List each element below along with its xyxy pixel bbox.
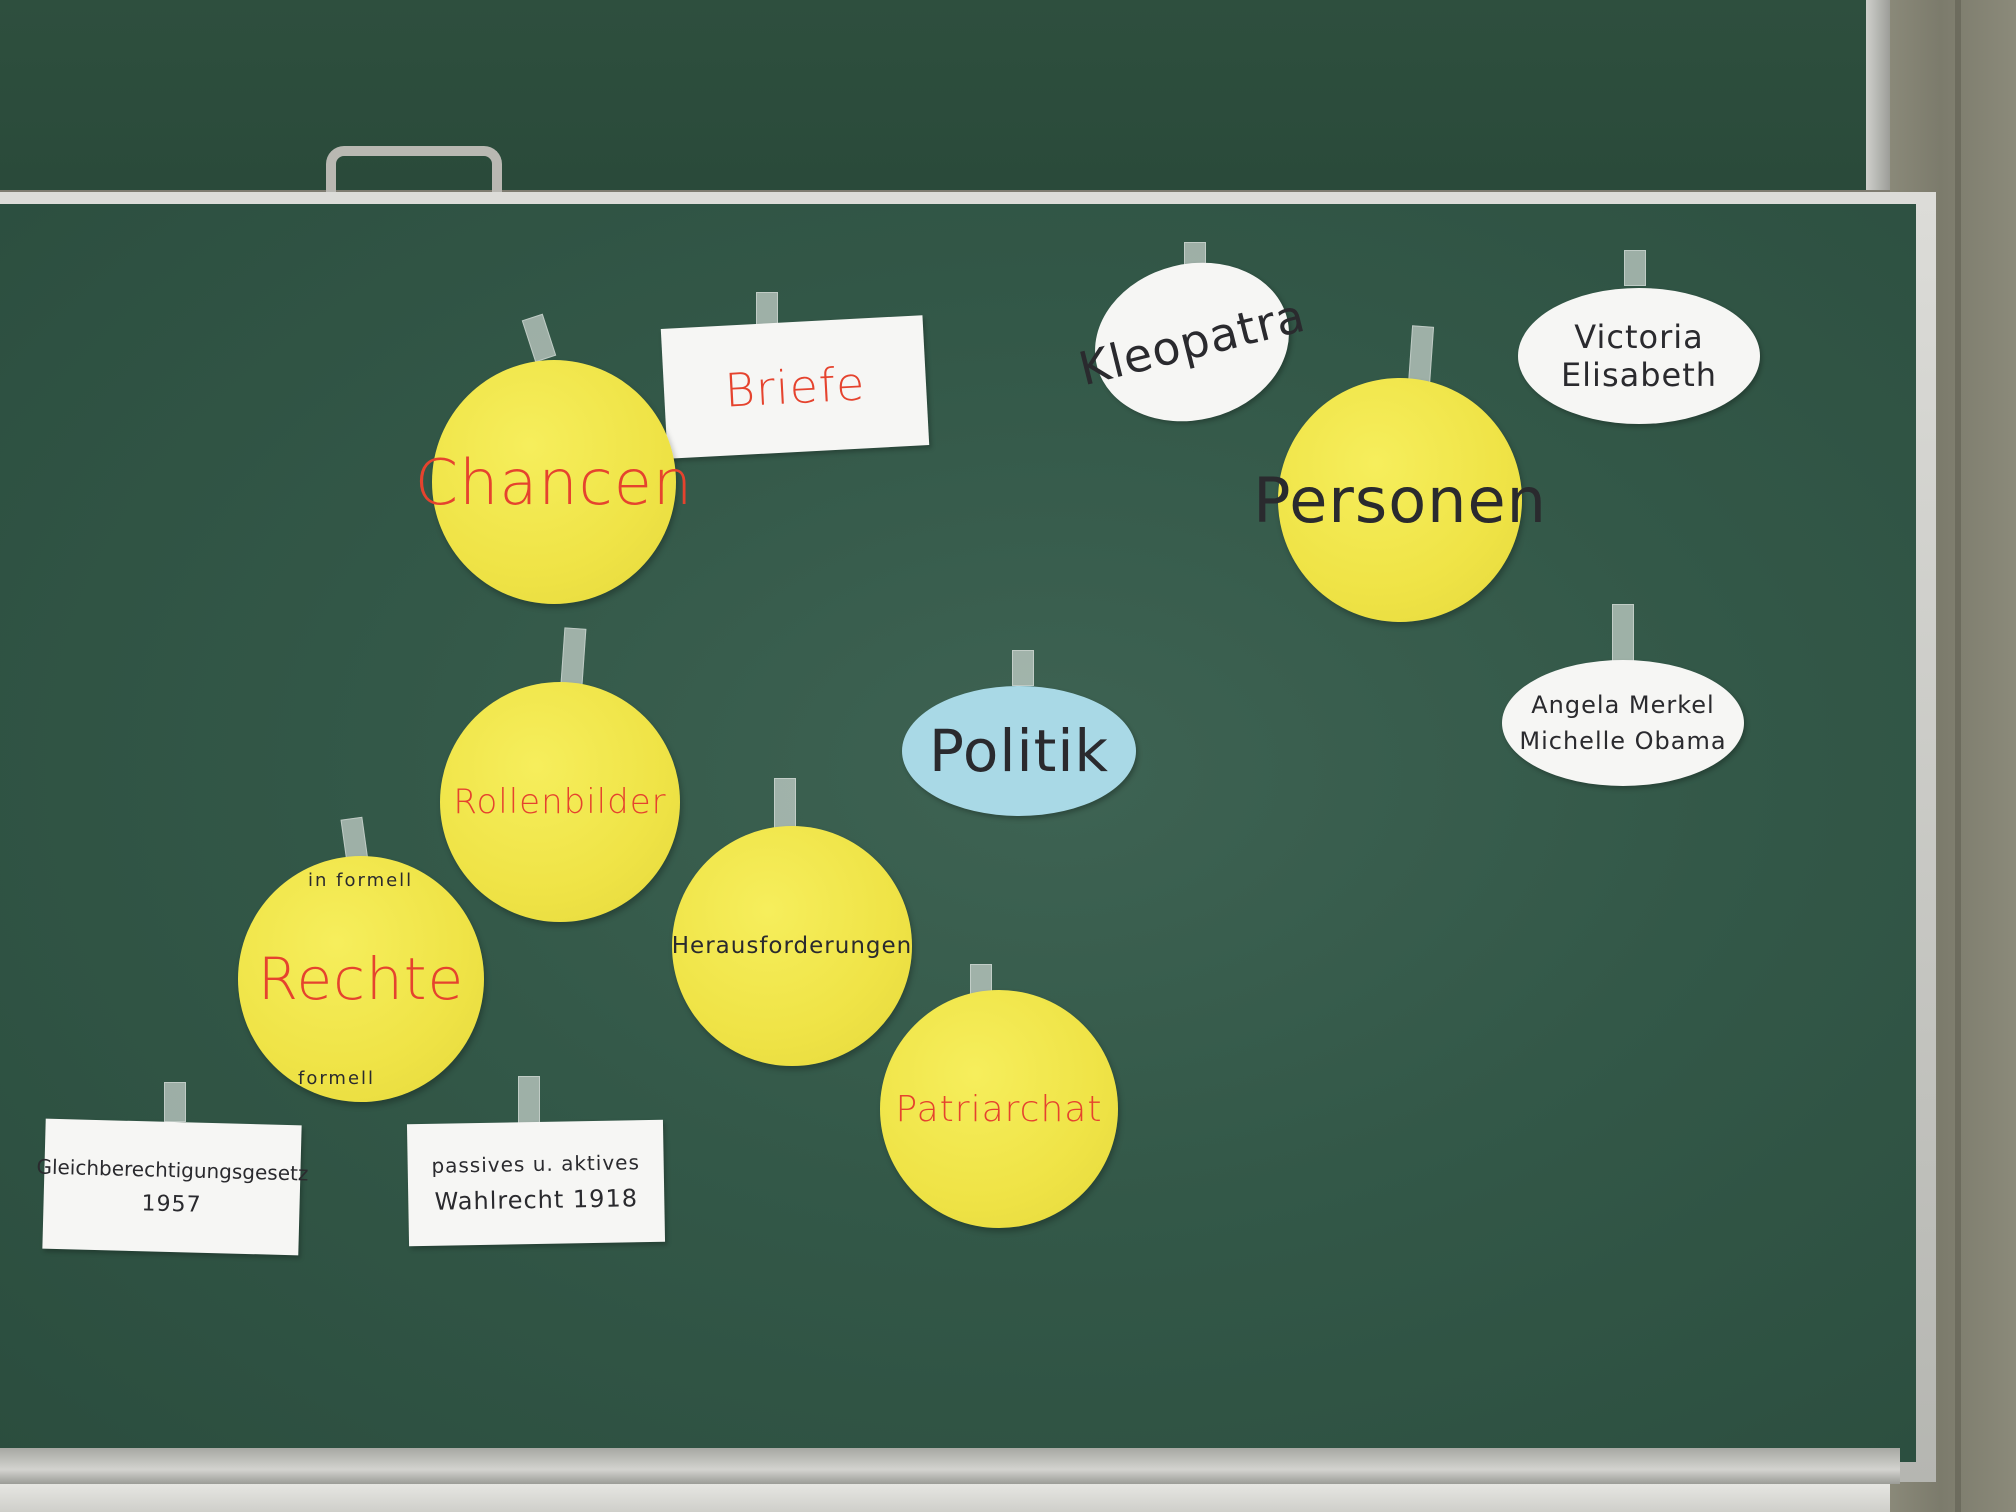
card-patriarchat-label: Patriarchat (895, 1088, 1103, 1130)
tape (1624, 250, 1646, 286)
card-herausforderungen: Herausforderungen (672, 826, 912, 1066)
oval-victoria-line2: Elisabeth (1560, 356, 1718, 394)
card-rollenbilder: Rollenbilder (440, 682, 680, 922)
tape (164, 1082, 186, 1122)
chalk-tray (0, 1448, 1900, 1484)
upper-chalkboard (0, 0, 1866, 190)
frame-bottom-strip (0, 1484, 1890, 1512)
card-rechte-label: Rechte (257, 945, 465, 1013)
oval-merkel-line2: Michelle Obama (1519, 727, 1727, 755)
tape (1612, 604, 1634, 666)
card-chancen-label: Chancen (414, 445, 694, 519)
board-handle[interactable] (326, 146, 502, 198)
note-briefe: Briefe (660, 315, 930, 459)
card-herausforderungen-label: Herausforderungen (671, 933, 913, 959)
note-gleich-line2: 1957 (141, 1190, 202, 1218)
oval-politik-text: Politik (928, 717, 1110, 785)
upper-board-frame (1866, 0, 1890, 190)
note-gleichberechtigungsgesetz: Gleichberechtigungsgesetz 1957 (36, 1118, 309, 1256)
card-chancen: Chancen (415, 360, 692, 604)
oval-merkel-obama: Angela Merkel Michelle Obama (1502, 660, 1744, 786)
card-rechte: Rechte (238, 856, 484, 1102)
tape (518, 1076, 540, 1128)
card-patriarchat: Patriarchat (880, 990, 1118, 1228)
note-wahl-line2: Wahlrecht 1918 (434, 1184, 639, 1216)
card-rechte-formell: formell (298, 1068, 376, 1089)
note-gleich-line1: Gleichberechtigungsgesetz (36, 1153, 309, 1186)
note-briefe-text: Briefe (723, 356, 867, 418)
card-rollenbilder-label: Rollenbilder (453, 782, 667, 822)
tape (1407, 325, 1435, 387)
card-rechte-informell: in formell (308, 870, 414, 891)
wall-edge (1955, 0, 1961, 1512)
oval-politik: Politik (902, 686, 1136, 816)
note-wahl-line1: passives u. aktives (431, 1150, 641, 1178)
card-personen: Personen (1253, 378, 1546, 622)
oval-merkel-line1: Angela Merkel (1531, 691, 1715, 719)
note-wahlrecht: passives u. aktives Wahlrecht 1918 (406, 1119, 666, 1247)
oval-victoria-line1: Victoria (1574, 318, 1704, 356)
card-personen-label: Personen (1253, 463, 1547, 537)
oval-victoria-elisabeth: Victoria Elisabeth (1518, 288, 1760, 424)
tape (1012, 650, 1034, 686)
